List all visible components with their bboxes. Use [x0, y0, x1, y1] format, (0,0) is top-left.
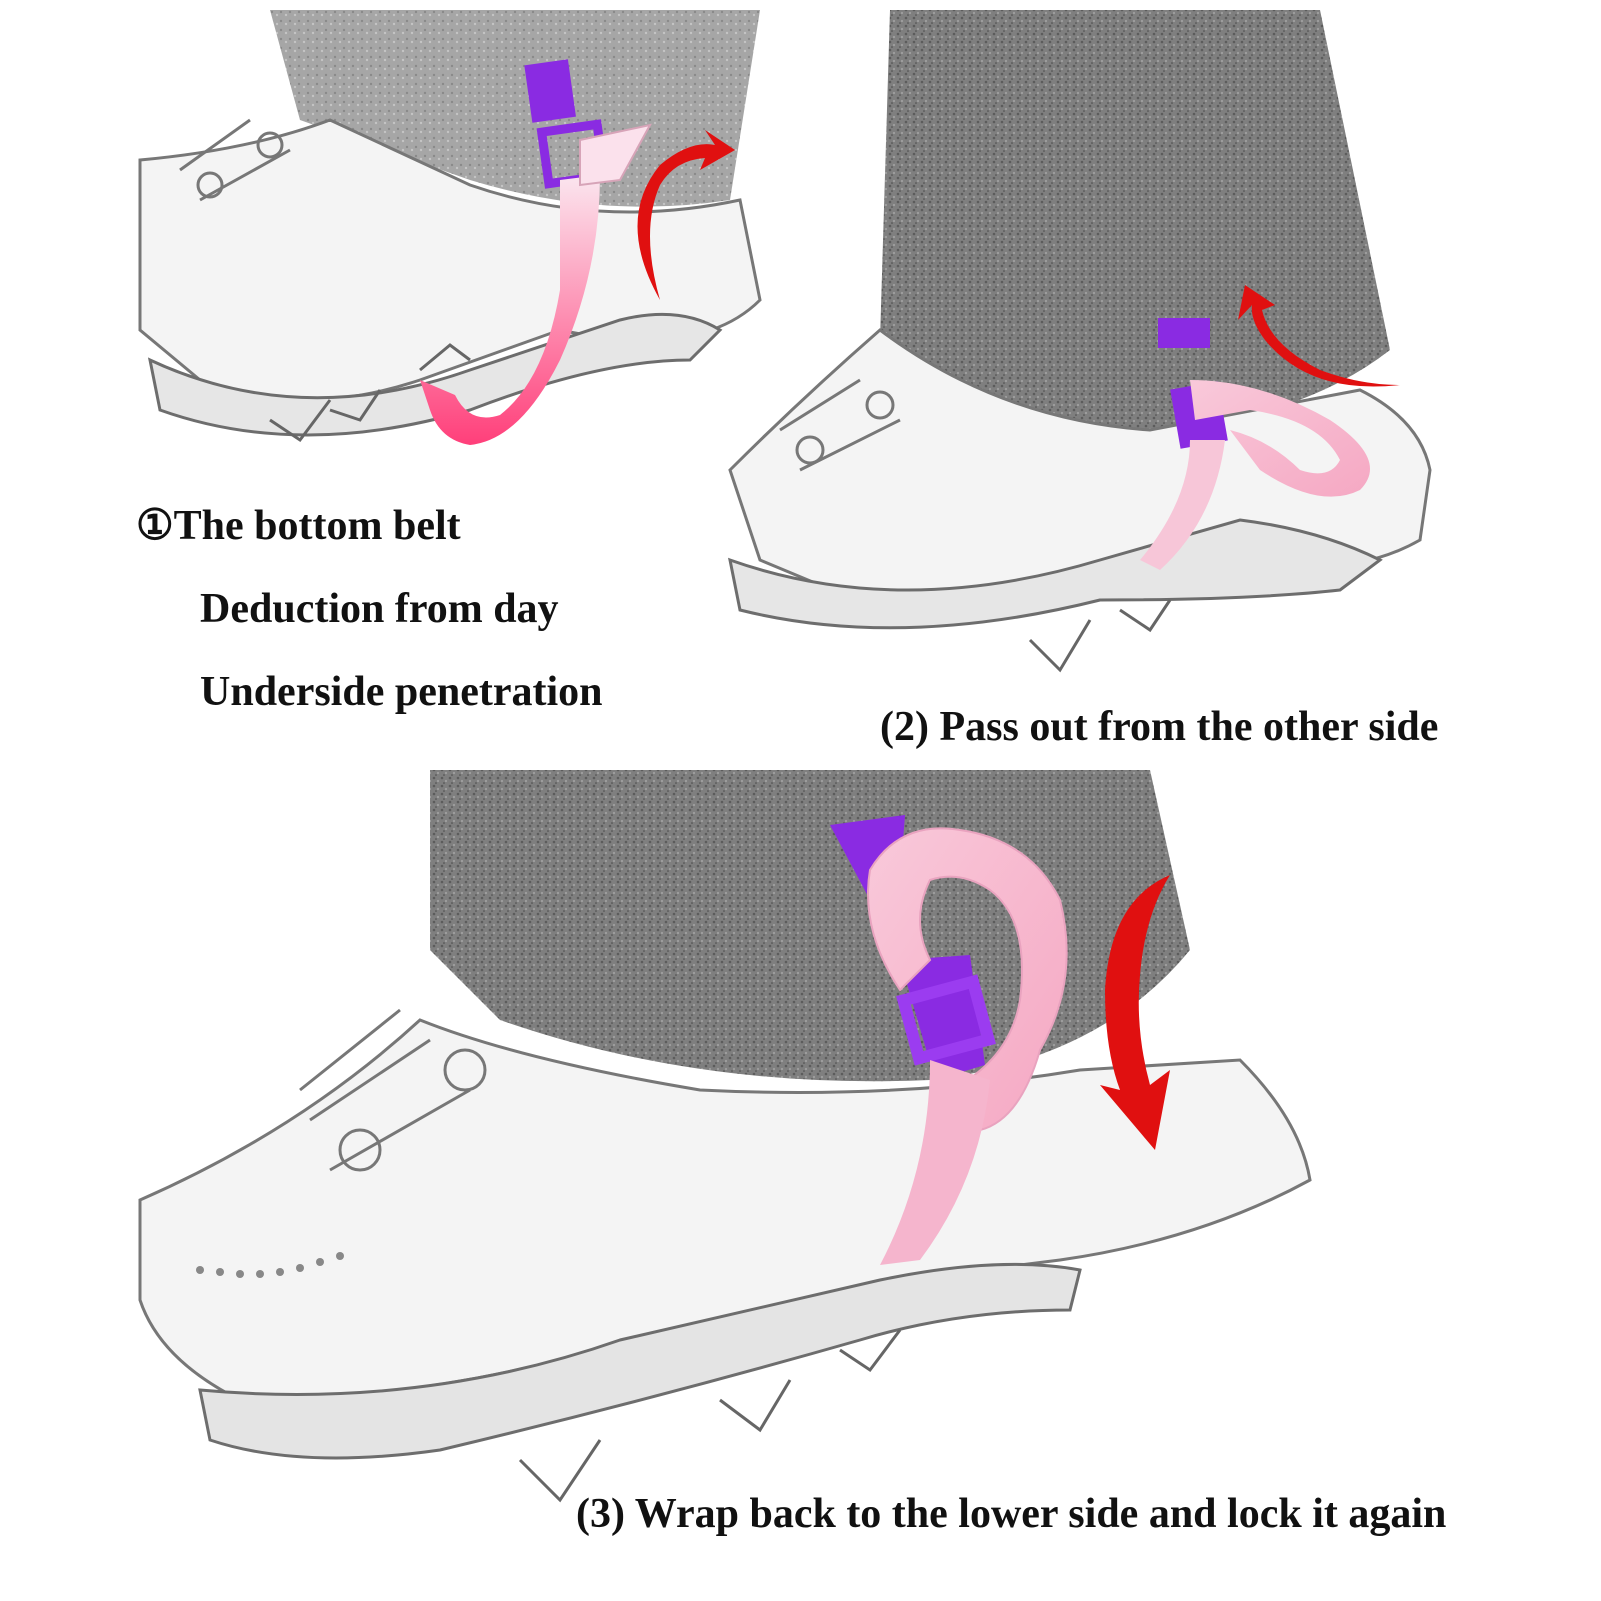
curved-arrow-icon	[1100, 875, 1170, 1150]
strap-illustration	[1190, 380, 1370, 497]
strap-illustration	[420, 175, 600, 445]
boot-laces	[779, 378, 901, 472]
step-1-line-1: Deduction from day	[200, 586, 559, 632]
boot-lugs	[1028, 599, 1172, 673]
panel-2-illustration	[728, 10, 1432, 673]
boot-laces	[179, 118, 291, 202]
boot-laces	[299, 1008, 487, 1172]
strap-tail	[579, 123, 652, 187]
boot-lugs	[518, 1329, 902, 1503]
boot-sole	[728, 518, 1383, 630]
strap-illustration	[867, 827, 1068, 1132]
strap-lower	[1140, 440, 1225, 570]
gaiter-illustration	[270, 10, 760, 207]
curved-arrow-icon	[1238, 285, 1400, 387]
step-1-title: ①The bottom belt	[136, 503, 461, 549]
panel-1-illustration	[138, 10, 762, 445]
step-3-title: (3) Wrap back to the lower side and lock…	[576, 1491, 1447, 1537]
boot-lugs	[269, 343, 471, 443]
step-2-title: (2) Pass out from the other side	[880, 704, 1439, 750]
boot-sole	[147, 312, 723, 437]
curved-arrow-icon	[637, 130, 735, 300]
strap-lower	[880, 1060, 990, 1265]
boot-sole	[198, 1262, 1082, 1460]
boot-perforations	[196, 1252, 344, 1278]
step-1-line-2: Underside penetration	[200, 669, 603, 715]
gaiter-illustration	[430, 770, 1190, 1082]
panel-3-illustration	[138, 770, 1312, 1503]
